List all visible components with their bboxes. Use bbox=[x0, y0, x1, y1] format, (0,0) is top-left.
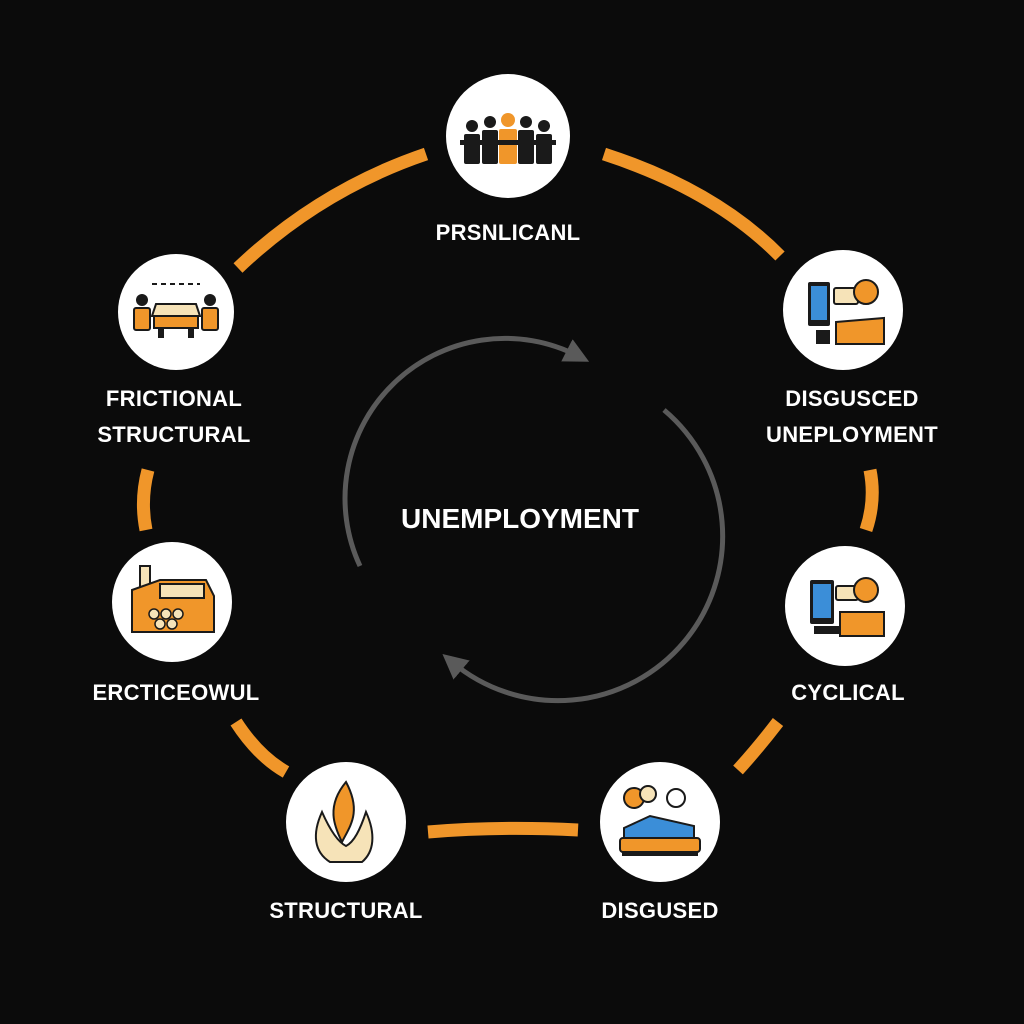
office-worker-computer-icon bbox=[808, 279, 885, 345]
ring-segment bbox=[230, 718, 290, 778]
node-top: PRSNLICANL bbox=[436, 74, 581, 245]
node-top-label: PRSNLICANL bbox=[436, 220, 581, 245]
node-lower-right-label: DISGUSED bbox=[601, 898, 718, 923]
node-upper-left: FRICTIONAL STRUCTURAL bbox=[97, 254, 250, 447]
office-worker-computer-icon bbox=[810, 577, 885, 637]
center-label: UNEMPLOYMENT bbox=[401, 503, 639, 534]
ring-segment bbox=[136, 468, 155, 532]
node-lower-left-label: STRUCTURAL bbox=[269, 898, 422, 923]
ring-segment bbox=[233, 147, 429, 273]
node-upper-left-label-1: FRICTIONAL bbox=[106, 386, 242, 411]
node-left: ERCTICEOWUL bbox=[92, 542, 259, 705]
ring-segment bbox=[859, 468, 879, 533]
node-right: CYCLICAL bbox=[785, 546, 905, 705]
node-lower-left: STRUCTURAL bbox=[269, 762, 422, 923]
inner-arrow-top bbox=[342, 335, 590, 568]
outer-ring bbox=[136, 147, 879, 839]
ring-segment bbox=[733, 718, 784, 775]
node-lower-right: DISGUSED bbox=[600, 762, 720, 923]
inner-cycle-arrows bbox=[342, 335, 726, 704]
node-left-label: ERCTICEOWUL bbox=[92, 680, 259, 705]
inner-arrow-bottom bbox=[442, 408, 726, 704]
node-right-label: CYCLICAL bbox=[791, 680, 905, 705]
node-upper-right-label-2: UNEPLOYMENT bbox=[766, 422, 938, 447]
bed-with-pillows-icon bbox=[619, 785, 701, 856]
node-upper-left-label-2: STRUCTURAL bbox=[97, 422, 250, 447]
group-of-people-icon bbox=[460, 113, 556, 164]
ring-segment bbox=[601, 147, 785, 261]
factory-icon bbox=[131, 565, 215, 633]
node-upper-right: DISGUSCED UNEPLOYMENT bbox=[766, 250, 938, 447]
people-around-table-icon bbox=[133, 283, 219, 338]
flame-icon bbox=[314, 780, 374, 863]
ring-segment bbox=[427, 821, 579, 839]
node-upper-right-label-1: DISGUSCED bbox=[785, 386, 919, 411]
